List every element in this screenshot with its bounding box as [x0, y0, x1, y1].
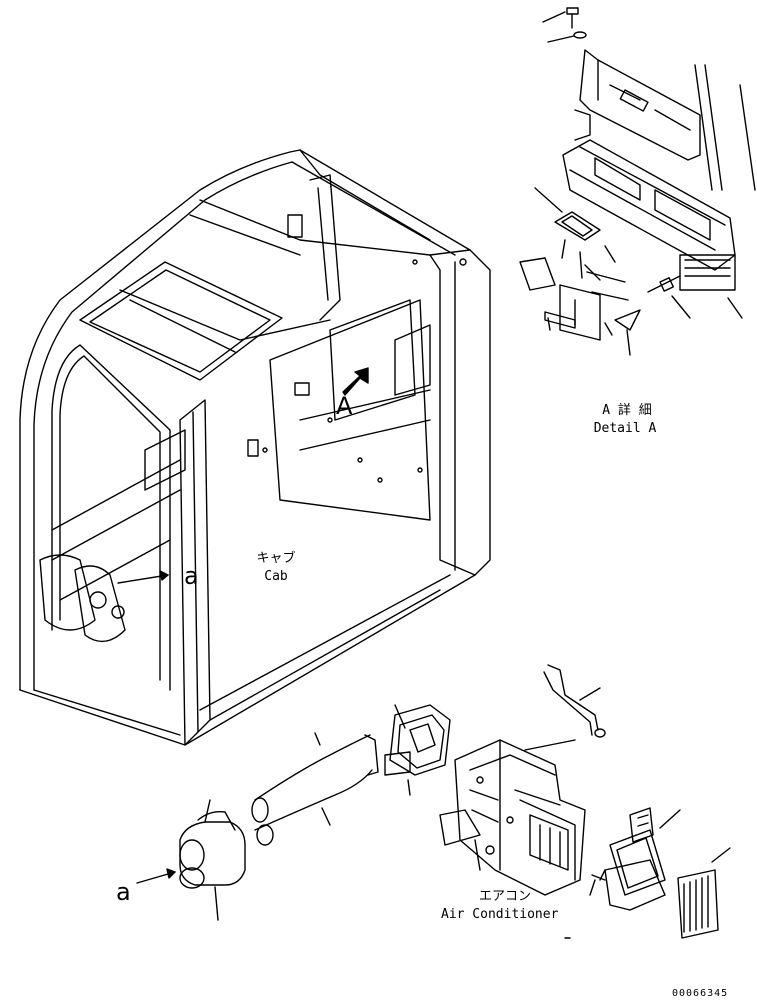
drawing-number: 00066345 [672, 988, 729, 999]
aircon-label-jp: エアコン [478, 889, 531, 904]
detail-a-label-en: Detail A [593, 421, 657, 436]
view-a-small-arrow-top [117, 570, 169, 584]
view-a-small-label-top: a [184, 562, 199, 590]
aircon-label-en: Air Conditioner [441, 907, 559, 922]
cab-label-en: Cab [264, 569, 288, 584]
cab-label-jp: キャブ [256, 551, 296, 566]
view-a-arrow-label: A [336, 392, 353, 420]
air-conditioner-assembly [439, 664, 731, 939]
view-a-small-arrow-bottom [136, 868, 176, 884]
detail-a-assembly [519, 7, 756, 356]
cab-frame [19, 149, 491, 746]
duct-assembly [179, 704, 451, 921]
view-a-small-label-bottom: a [116, 878, 131, 906]
detail-a-label-jp: A 詳 細 [602, 403, 652, 418]
view-a-arrow [342, 367, 369, 396]
